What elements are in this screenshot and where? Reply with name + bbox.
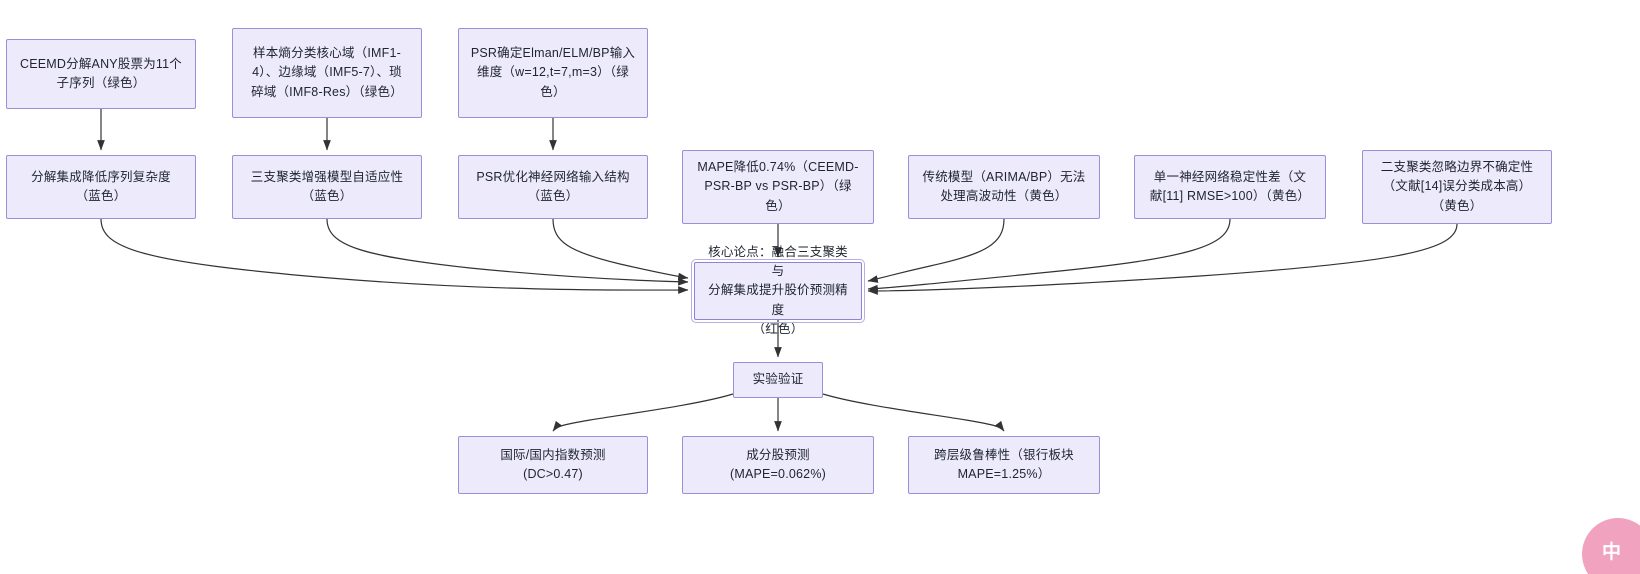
flow-node-label: 二支聚类忽略边界不确定性 （文献[14]误分类成本高） （黄色） xyxy=(1380,159,1534,213)
flow-node-n13[interactable]: 国际/国内指数预测 (DC>0.47) xyxy=(458,436,648,494)
flow-node-label: 单一神经网络稳定性差（文 献[11] RMSE>100）（黄色） xyxy=(1149,169,1311,203)
flow-node-label: PSR优化神经网络输入结构 （蓝色） xyxy=(476,169,630,203)
edge-n8-n11 xyxy=(867,218,1005,283)
flow-node-label: 分解集成降低序列复杂度 （蓝色） xyxy=(31,169,171,203)
edge-n10-n11 xyxy=(867,223,1458,295)
flow-node-label: 核心论点：融合三支聚类与 分解集成提升股价预测精度 （红色） xyxy=(708,244,848,337)
flow-node-n4[interactable]: 分解集成降低序列复杂度 （蓝色） xyxy=(6,155,196,219)
flow-node-n11[interactable]: 核心论点：融合三支聚类与 分解集成提升股价预测精度 （红色） xyxy=(691,245,865,336)
edge-n4-n11 xyxy=(100,218,689,294)
flow-node-n8[interactable]: 传统模型（ARIMA/BP）无法 处理高波动性（黄色） xyxy=(908,155,1100,219)
flow-node-label: CEEMD分解ANY股票为11个 子序列（绿色） xyxy=(19,56,183,90)
flow-node-n12[interactable]: 实验验证 xyxy=(733,362,823,398)
edge-n6-n11 xyxy=(552,218,689,281)
flow-node-n15[interactable]: 跨层级鲁棒性（银行板块 MAPE=1.25%） xyxy=(908,436,1100,494)
flow-node-n10[interactable]: 二支聚类忽略边界不确定性 （文献[14]误分类成本高） （黄色） xyxy=(1362,150,1552,224)
flow-node-label: 实验验证 xyxy=(752,372,804,387)
edge-n12-n13 xyxy=(552,393,734,432)
edge-n9-n11 xyxy=(867,218,1231,293)
flow-node-n1[interactable]: CEEMD分解ANY股票为11个 子序列（绿色） xyxy=(6,39,196,109)
edge-n12-n15 xyxy=(822,393,1005,432)
flow-node-n14[interactable]: 成分股预测 (MAPE=0.062%) xyxy=(682,436,874,494)
flow-node-n9[interactable]: 单一神经网络稳定性差（文 献[11] RMSE>100）（黄色） xyxy=(1134,155,1326,219)
edge-n5-n11 xyxy=(326,218,689,286)
flow-node-n3[interactable]: PSR确定Elman/ELM/BP输入 维度（w=12,t=7,m=3）（绿 色… xyxy=(458,28,648,118)
flow-node-n2[interactable]: 样本熵分类核心域（IMF1- 4）、边缘域（IMF5-7）、琐 碎域（IMF8-… xyxy=(232,28,422,118)
flow-node-label: 国际/国内指数预测 (DC>0.47) xyxy=(500,447,606,481)
flow-node-n6[interactable]: PSR优化神经网络输入结构 （蓝色） xyxy=(458,155,648,219)
flow-node-label: 传统模型（ARIMA/BP）无法 处理高波动性（黄色） xyxy=(922,169,1086,203)
flow-node-label: 三支聚类增强模型自适应性 （蓝色） xyxy=(250,169,404,203)
flow-node-label: PSR确定Elman/ELM/BP输入 维度（w=12,t=7,m=3）（绿 色… xyxy=(470,45,636,99)
flow-node-label: MAPE降低0.74%（CEEMD- PSR-BP vs PSR-BP）（绿 色… xyxy=(697,159,859,213)
flow-node-label: 样本熵分类核心域（IMF1- 4）、边缘域（IMF5-7）、琐 碎域（IMF8-… xyxy=(251,45,403,99)
flow-node-label: 成分股预测 (MAPE=0.062%) xyxy=(729,447,827,481)
flow-node-label: 跨层级鲁棒性（银行板块 MAPE=1.25%） xyxy=(934,447,1074,481)
flow-node-n5[interactable]: 三支聚类增强模型自适应性 （蓝色） xyxy=(232,155,422,219)
flow-node-n7[interactable]: MAPE降低0.74%（CEEMD- PSR-BP vs PSR-BP）（绿 色… xyxy=(682,150,874,224)
watermark-text: 中 xyxy=(1601,541,1622,563)
brand-watermark: 中 xyxy=(1582,518,1640,574)
